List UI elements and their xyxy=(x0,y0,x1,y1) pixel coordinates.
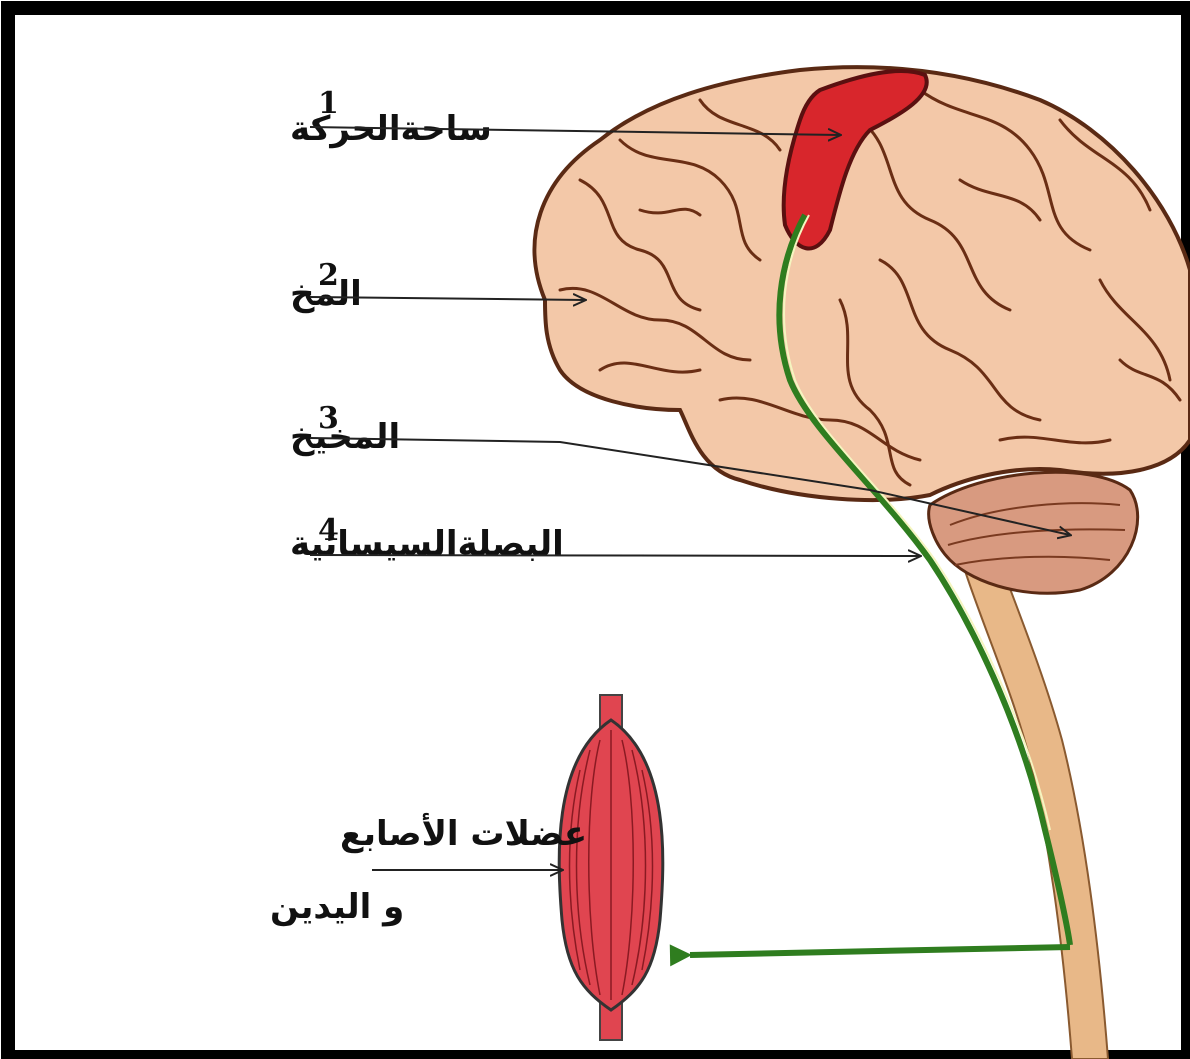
motor-pathway-horizontal xyxy=(690,947,1070,955)
label-medulla: البصلةالسيسائية 4 xyxy=(290,513,920,564)
label-muscles: عضلات الأصابع و اليدين xyxy=(270,812,587,927)
label-3-number: 3 xyxy=(318,401,339,436)
label-2-number: 2 xyxy=(318,258,339,293)
muscle-label-line1: عضلات الأصابع xyxy=(340,812,587,854)
muscle-label-line2: و اليدين xyxy=(270,887,404,927)
label-4-arrow xyxy=(310,555,920,556)
muscle-icon xyxy=(559,695,663,1040)
label-1-number: 1 xyxy=(318,86,339,121)
spinal-cord xyxy=(950,520,1108,1059)
label-4-number: 4 xyxy=(318,513,339,548)
label-3-text: المخيخ xyxy=(290,417,400,457)
cerebellum xyxy=(929,472,1138,593)
